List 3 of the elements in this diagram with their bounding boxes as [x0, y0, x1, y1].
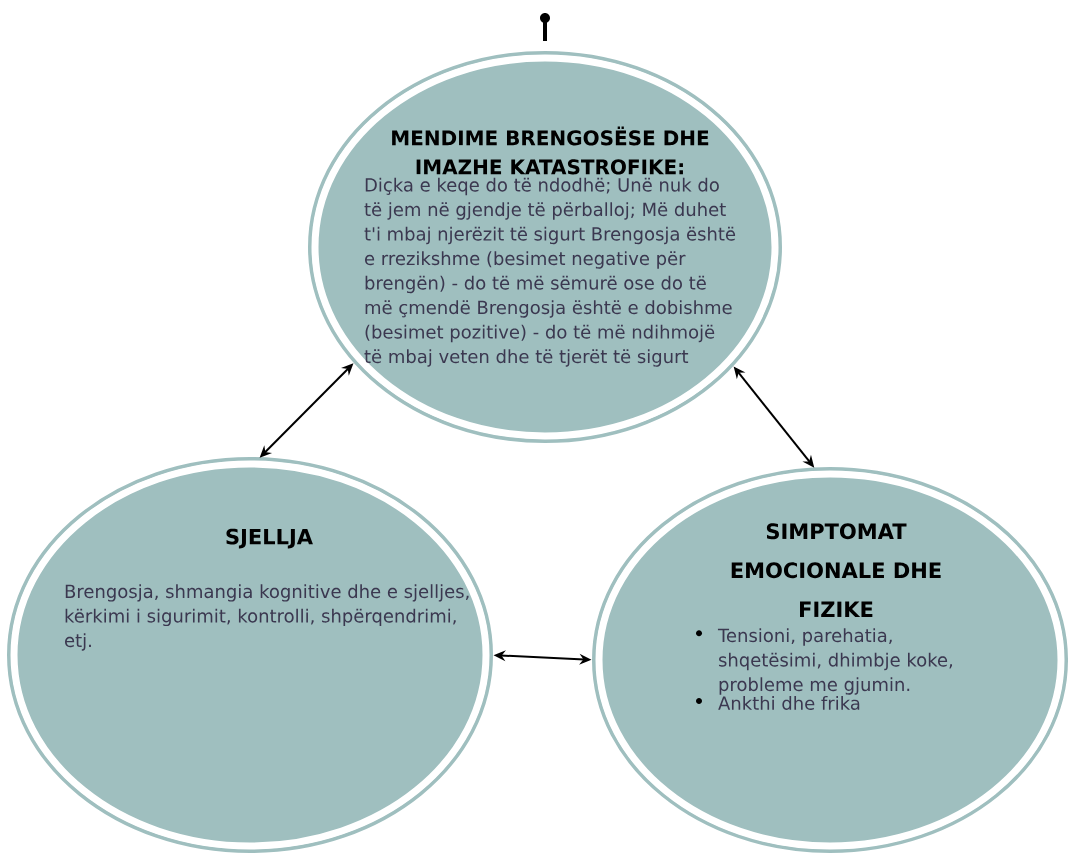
- ellipse-node: SJELLJA Brengosja, shmangia kognitive dhe e sjelljes, kërkimi i sigurimit, kontrolli, shpërqendrimi, etj.: [7, 457, 493, 853]
- ellipse-node: MENDIME BRENGOSËSE DHE IMAZHE KATASTROFIKE: Diçka e keqe do të ndodhë; Unë nuk do të jem në gjendje të përballoj; Më duhet t'i mbaj njerëzit të sigurt Brengosja është e rrezikshme (besimet negative për brengën) - do të më sëmurë ose do të më çmendë Brengosja është e dobishme (besimet pozitive) - do të më ndihmojë të mbaj veten dhe të tjerët të sigurt: [308, 51, 782, 443]
- ellipse-node: SIMPTOMAT EMOCIONALE DHE FIZIKE Tensioni, parehatia, shqetësimi, dhimbje koke, probleme me gjumin. Ankthi dhe frika: [592, 467, 1068, 853]
